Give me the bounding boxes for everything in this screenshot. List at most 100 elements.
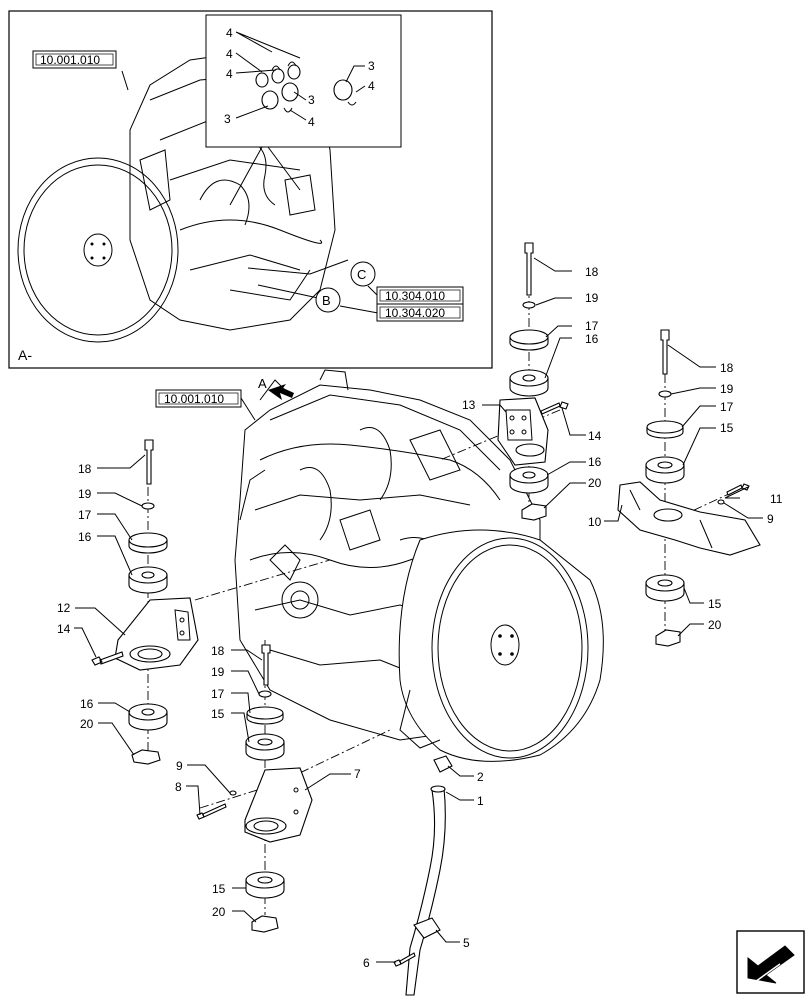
washer-9-front <box>229 790 237 796</box>
callout-c-label: C <box>357 267 366 282</box>
label-8: 8 <box>175 780 182 794</box>
washer-9-right <box>717 499 725 505</box>
inset-ref-engine[interactable]: 10.001.010 <box>40 53 100 67</box>
label-19-left: 19 <box>78 487 92 501</box>
cushion-16-left-lower <box>128 703 168 731</box>
label-1: 1 <box>477 794 484 808</box>
mount-rear <box>497 242 569 521</box>
next-page-arrow-icon[interactable] <box>736 930 805 994</box>
main-engine: A 10.001.010 <box>155 369 604 762</box>
callout-b-label: B <box>322 293 331 308</box>
ref-b-text[interactable]: 10.304.020 <box>385 306 445 320</box>
bracket-7 <box>244 767 313 843</box>
washer-19-right <box>658 390 672 398</box>
label-19-front: 19 <box>211 665 225 679</box>
flywheel <box>431 537 589 759</box>
detail-label-4-mid: 4 <box>226 47 233 61</box>
label-16-rear: 16 <box>585 332 599 346</box>
mount-front <box>196 644 313 933</box>
nut-20-front <box>251 915 279 933</box>
mount-left <box>91 439 199 765</box>
nut-20-left <box>131 749 161 765</box>
label-17-rear: 17 <box>585 319 599 333</box>
label-15-right-lower: 15 <box>708 597 722 611</box>
inset-ref-box[interactable] <box>32 50 117 69</box>
bolt-11 <box>726 483 750 496</box>
cushion-15-right-lower <box>645 574 685 602</box>
washer-19-front <box>258 690 272 698</box>
label-20-right: 20 <box>708 618 722 632</box>
label-17-front: 17 <box>211 687 225 701</box>
cushion-15-front <box>245 733 285 761</box>
label-7: 7 <box>354 767 361 781</box>
cushion-15-right <box>645 456 685 484</box>
label-17-right: 17 <box>720 400 734 414</box>
callout-b-circle <box>315 287 341 313</box>
nut-20-rear <box>521 503 547 521</box>
label-16-rear-lower: 16 <box>588 455 602 469</box>
cushion-17-front <box>246 706 284 725</box>
cushion-17-left <box>128 532 168 554</box>
label-5: 5 <box>463 936 470 950</box>
label-12: 12 <box>57 601 71 615</box>
bolt-6 <box>393 952 416 967</box>
bracket-13 <box>497 397 549 466</box>
label-11: 11 <box>770 492 783 506</box>
dipstick-assembly <box>393 755 453 996</box>
ref-c-text[interactable]: 10.304.010 <box>385 289 445 303</box>
bolt-18-left <box>144 439 154 485</box>
label-20-left: 20 <box>80 717 94 731</box>
detail-label-4-right: 4 <box>368 79 375 93</box>
tube-1 <box>405 787 446 996</box>
detail-label-3-lower: 3 <box>224 112 231 126</box>
mount-right <box>617 329 761 647</box>
label-2: 2 <box>477 770 484 784</box>
detail-label-4-left: 4 <box>226 67 233 81</box>
label-13: 13 <box>462 398 476 412</box>
detail-label-3-right: 3 <box>368 59 375 73</box>
label-9-front: 9 <box>176 759 183 773</box>
cushion-16-rear-lower <box>509 466 549 494</box>
cushion-17-right <box>646 420 684 439</box>
bolt-18-right <box>660 329 670 375</box>
leader-lines <box>74 257 763 963</box>
label-15-right: 15 <box>720 421 734 435</box>
label-14-rear: 14 <box>588 429 602 443</box>
label-15-front: 15 <box>211 707 225 721</box>
label-20-rear: 20 <box>588 476 602 490</box>
label-19-rear: 19 <box>585 291 599 305</box>
washer-19-left <box>141 502 155 510</box>
inset-view-a: 4 4 4 3 4 3 3 4 10.001.010 C B 10.304.01… <box>8 10 493 369</box>
label-15-front-lower: 15 <box>212 882 226 896</box>
bolt-8 <box>196 803 227 820</box>
view-a-label: A <box>258 376 267 391</box>
cushion-17-rear <box>509 329 549 351</box>
bolt-14-rear <box>540 401 569 415</box>
label-10: 10 <box>588 515 602 529</box>
ref-box-b[interactable] <box>376 303 464 322</box>
bolt-14-left <box>91 651 124 666</box>
label-6: 6 <box>363 956 370 970</box>
view-a-arrow <box>268 384 294 400</box>
main-ref-engine[interactable]: 10.001.010 <box>164 392 224 406</box>
label-19-right: 19 <box>720 382 734 396</box>
label-9-right: 9 <box>767 512 774 526</box>
clamp-2 <box>433 755 453 773</box>
cushion-16-rear <box>509 369 549 397</box>
detail-label-3-center: 3 <box>308 93 315 107</box>
cushion-15-front-lower <box>245 871 285 899</box>
inset-flywheel <box>17 157 179 343</box>
nut-20-right <box>655 629 681 647</box>
label-18-right: 18 <box>720 361 734 375</box>
bracket-10 <box>617 481 761 556</box>
part-labels: 18 19 17 16 12 14 16 20 18 19 17 15 9 8 … <box>57 265 783 970</box>
inset-view-label: A- <box>18 347 32 363</box>
washer-19-rear <box>522 301 536 309</box>
label-18-left: 18 <box>78 462 92 476</box>
label-18-rear: 18 <box>585 265 599 279</box>
label-14-left: 14 <box>57 622 71 636</box>
detail-label-4-top: 4 <box>226 26 233 40</box>
clamp-5 <box>413 917 441 939</box>
detail-bushings <box>255 61 357 113</box>
